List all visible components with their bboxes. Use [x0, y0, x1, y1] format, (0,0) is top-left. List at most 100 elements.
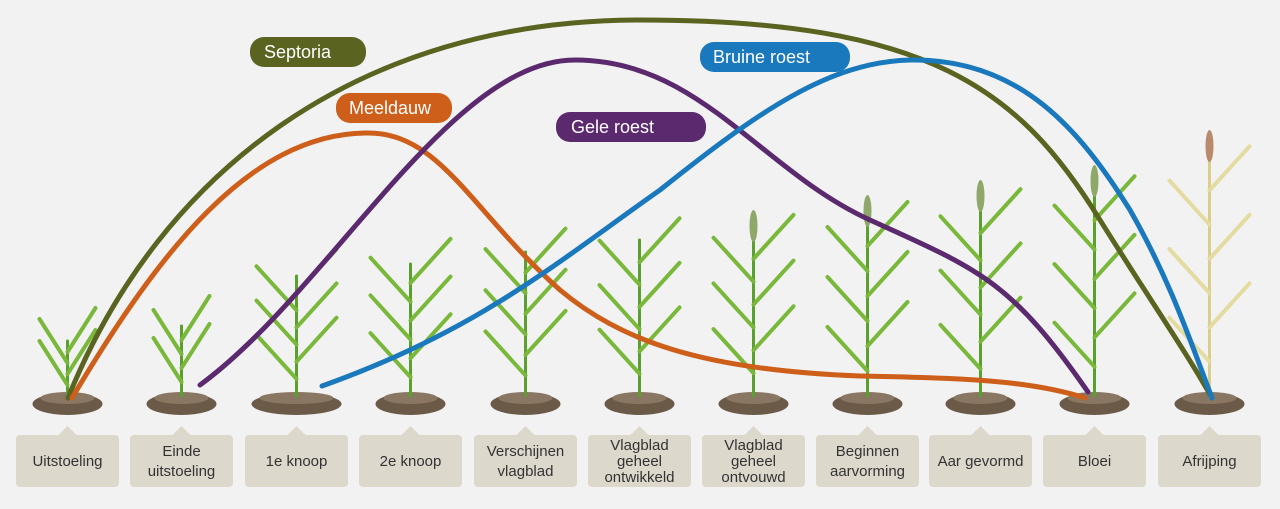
plant-leaf: [938, 322, 983, 371]
plant-ear: [1205, 130, 1214, 162]
plant-leaf: [1207, 144, 1252, 193]
stage-box-bg: [816, 435, 919, 487]
plant: [251, 247, 342, 415]
plant-leaf: [865, 250, 910, 298]
disease-curves: [65, 17, 1215, 401]
septoria-curve: [65, 17, 1215, 401]
stage-label-line: Uitstoeling: [32, 453, 102, 470]
stage-pointer: [1085, 426, 1104, 435]
plant-leaf: [1092, 232, 1137, 281]
stage-box: Afrijping: [1158, 426, 1261, 487]
stage-label-line: Aar gevormd: [938, 453, 1024, 470]
stage-pointer: [401, 426, 420, 435]
plant-leaf: [1052, 203, 1097, 252]
stage-box: Verschijnen vlagblad: [474, 426, 577, 487]
plant: [1167, 130, 1252, 415]
plant-leaf: [637, 305, 682, 354]
meeldauw-label-text: Meeldauw: [349, 98, 432, 118]
stage-box-bg: [702, 435, 805, 487]
stage-label-line: Beginnen: [836, 443, 899, 460]
stage-pointer: [58, 426, 77, 435]
stage-label-line: vlagblad: [498, 463, 554, 480]
plant: [825, 195, 910, 415]
plant-leaf: [865, 300, 910, 348]
stage-box-bg: [588, 435, 691, 487]
soil-top: [154, 392, 209, 404]
plant-leaf: [597, 327, 642, 376]
plant-leaf: [1092, 291, 1137, 340]
gele-roest-label: Gele roest: [556, 112, 706, 142]
plant-leaf: [368, 255, 413, 304]
soil-top: [726, 392, 781, 404]
gele-roest-curve: [197, 57, 1091, 395]
stage-label-line: Bloei: [1078, 453, 1111, 470]
stage-pointer: [516, 426, 535, 435]
plant-leaf: [179, 322, 212, 370]
gele-roest-label-text: Gele roest: [571, 117, 654, 137]
plant: [711, 210, 796, 415]
plant-leaf: [65, 306, 98, 354]
plant-leaf: [751, 304, 796, 353]
plant: [146, 294, 217, 415]
plant-leaf: [523, 308, 568, 357]
plant-leaf: [978, 241, 1023, 290]
soil-top: [259, 392, 334, 404]
stage-pointer: [172, 426, 191, 435]
plant-leaf: [711, 281, 756, 330]
plant-leaf: [825, 275, 870, 323]
bruine-roest-label: Bruine roest: [700, 42, 850, 72]
stage-label-line: 2e knoop: [380, 453, 442, 470]
stage-box: 2e knoop: [359, 426, 462, 487]
bruine-roest-curve: [319, 57, 1215, 401]
plant-leaf: [825, 325, 870, 373]
plant-leaf: [711, 327, 756, 376]
plant: [368, 236, 453, 415]
plant-leaf: [65, 328, 98, 376]
septoria-label-text: Septoria: [264, 42, 332, 62]
stage-label-line: Verschijnen: [487, 443, 565, 460]
plant-leaf: [254, 298, 299, 347]
plant-leaf: [254, 332, 299, 381]
stage-box-bg: [1158, 435, 1261, 487]
plant-leaf: [294, 281, 339, 330]
stage-pointer: [971, 426, 990, 435]
soil-top: [612, 392, 667, 404]
plant-leaf: [865, 200, 910, 248]
stage-box-bg: [929, 435, 1032, 487]
stage-box-bg: [359, 435, 462, 487]
plant-illustrations: [32, 130, 1252, 415]
stage-box: Aar gevormd: [929, 426, 1032, 487]
plant-leaf: [978, 187, 1023, 236]
plant-leaf: [938, 214, 983, 263]
soil-top: [953, 392, 1008, 404]
plant-leaf: [825, 225, 870, 273]
stage-label-line: Afrijping: [1182, 453, 1236, 470]
stage-label-line: Vlagblad: [724, 437, 782, 454]
septoria-label: Septoria: [250, 37, 366, 67]
plant-leaf: [597, 283, 642, 332]
plant-leaf: [637, 260, 682, 309]
stage-label-line: aarvorming: [830, 463, 905, 480]
stage-box-bg: [245, 435, 348, 487]
meeldauw-label: Meeldauw: [336, 93, 452, 123]
stage-pointer: [1200, 426, 1219, 435]
bruine-roest-label-text: Bruine roest: [713, 47, 810, 67]
stage-label-line: ontvouwd: [721, 469, 785, 486]
plant: [597, 216, 682, 415]
plant: [32, 306, 103, 415]
stage-box: Beginnen aarvorming: [816, 426, 919, 487]
stage-box-bg: [16, 435, 119, 487]
stage-box-bg: [1043, 435, 1146, 487]
plant-leaf: [711, 235, 756, 284]
plant-leaf: [37, 339, 70, 387]
plant-leaf: [294, 315, 339, 364]
plant-leaf: [597, 238, 642, 287]
plant-leaf: [1052, 320, 1097, 369]
stage-pointer: [287, 426, 306, 435]
plant-leaf: [408, 236, 453, 285]
plant-leaf: [637, 216, 682, 265]
plant-leaf: [751, 212, 796, 261]
